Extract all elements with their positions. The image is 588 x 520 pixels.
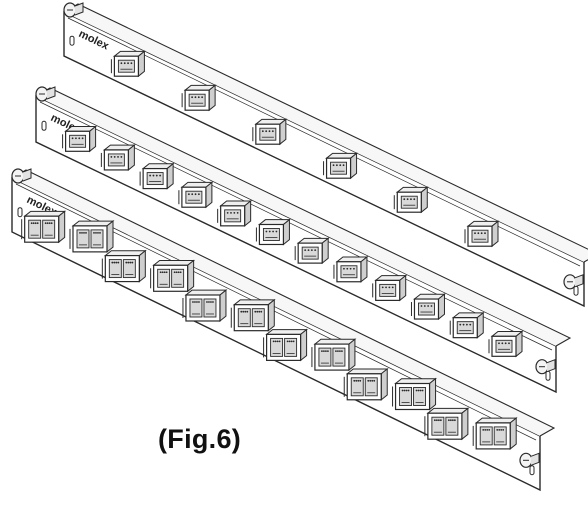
adapter-port bbox=[270, 337, 284, 357]
thumb-screw-right bbox=[535, 358, 556, 375]
adapter-port bbox=[330, 161, 348, 175]
fiber-adapter bbox=[181, 84, 217, 112]
fiber-adapter bbox=[182, 289, 228, 323]
fiber-adapter bbox=[323, 152, 358, 180]
adapter-port bbox=[76, 229, 90, 249]
thumb-screw-left bbox=[35, 86, 56, 102]
fiber-adapter bbox=[372, 274, 408, 302]
fiber-adapter bbox=[178, 181, 214, 209]
fiber-adapter bbox=[255, 218, 291, 246]
fiber-adapter bbox=[472, 417, 518, 450]
adapter-port bbox=[122, 259, 136, 279]
fiber-adapter bbox=[392, 377, 437, 411]
adapter-port bbox=[471, 229, 489, 243]
fiber-adapter bbox=[217, 200, 253, 227]
adapter-port bbox=[399, 387, 413, 406]
fiber-adapter bbox=[21, 210, 67, 244]
adapter-port bbox=[108, 259, 122, 279]
adapter-port bbox=[493, 426, 507, 446]
adapter-port bbox=[188, 93, 206, 107]
fiber-adapter bbox=[393, 186, 429, 214]
fiber-adapter bbox=[464, 220, 500, 248]
adapter-port bbox=[340, 265, 358, 279]
adapter-port bbox=[350, 377, 364, 397]
adapter-port bbox=[146, 172, 164, 186]
adapter-port bbox=[185, 190, 203, 204]
fiber-adapter bbox=[263, 328, 309, 362]
fiber-adapter bbox=[150, 259, 196, 293]
fiber-adapter bbox=[343, 367, 389, 401]
fiber-adapter bbox=[294, 237, 330, 265]
adapter-port bbox=[400, 195, 418, 209]
adapter-port bbox=[413, 387, 427, 406]
fiber-adapter bbox=[62, 125, 98, 153]
mounting-slot-right bbox=[529, 465, 535, 476]
adapter-port bbox=[42, 219, 56, 239]
mounting-slot-left bbox=[41, 120, 47, 131]
adapter-port bbox=[69, 134, 87, 148]
adapter-panel-1: molex bbox=[63, 2, 588, 308]
mounting-slot-left bbox=[17, 207, 23, 218]
adapter-port bbox=[251, 308, 265, 328]
fiber-adapter bbox=[110, 50, 146, 78]
adapter-port bbox=[479, 426, 493, 446]
adapter-port bbox=[418, 302, 435, 316]
adapter-port bbox=[90, 229, 104, 249]
adapter-port bbox=[364, 377, 378, 397]
adapter-port bbox=[495, 339, 513, 353]
fiber-adapter bbox=[252, 118, 288, 146]
fiber-adapter bbox=[69, 220, 115, 253]
thumb-screw-right bbox=[563, 274, 584, 290]
adapter-port bbox=[203, 298, 217, 318]
adapter-port bbox=[301, 246, 319, 260]
thumb-screw-left bbox=[11, 168, 32, 184]
adapter-port bbox=[259, 127, 277, 141]
adapter-port bbox=[171, 268, 185, 288]
adapter-port bbox=[262, 228, 280, 241]
fiber-adapter bbox=[424, 407, 470, 441]
fiber-adapter bbox=[488, 330, 524, 358]
fiber-adapter bbox=[311, 338, 357, 372]
adapter-port bbox=[318, 347, 332, 367]
mounting-slot-left bbox=[69, 35, 75, 46]
adapter-port bbox=[379, 283, 397, 297]
thumb-screw-left bbox=[63, 2, 84, 18]
fiber-adapter bbox=[333, 255, 369, 283]
adapter-port bbox=[28, 219, 42, 239]
adapter-port bbox=[431, 416, 445, 436]
adapter-port bbox=[332, 347, 346, 367]
adapter-port bbox=[224, 209, 242, 223]
adapter-port bbox=[237, 308, 251, 328]
fiber-adapter bbox=[410, 293, 446, 321]
adapter-port bbox=[157, 268, 171, 288]
thumb-screw-right bbox=[519, 452, 540, 468]
adapter-port bbox=[445, 416, 459, 436]
fiber-adapter bbox=[449, 311, 485, 339]
fiber-adapter bbox=[139, 162, 175, 190]
adapter-port bbox=[284, 337, 298, 357]
fiber-adapter bbox=[100, 144, 136, 171]
fiber-adapter bbox=[101, 249, 147, 283]
adapter-port bbox=[117, 59, 135, 73]
adapter-port bbox=[107, 153, 125, 167]
figure-caption: (Fig.6) bbox=[158, 424, 242, 454]
adapter-panel-3: molex bbox=[11, 168, 556, 492]
fiber-adapter bbox=[230, 298, 276, 332]
adapter-port bbox=[456, 321, 474, 335]
adapter-port bbox=[189, 298, 203, 318]
adapter-panel-2: molex bbox=[35, 86, 572, 394]
